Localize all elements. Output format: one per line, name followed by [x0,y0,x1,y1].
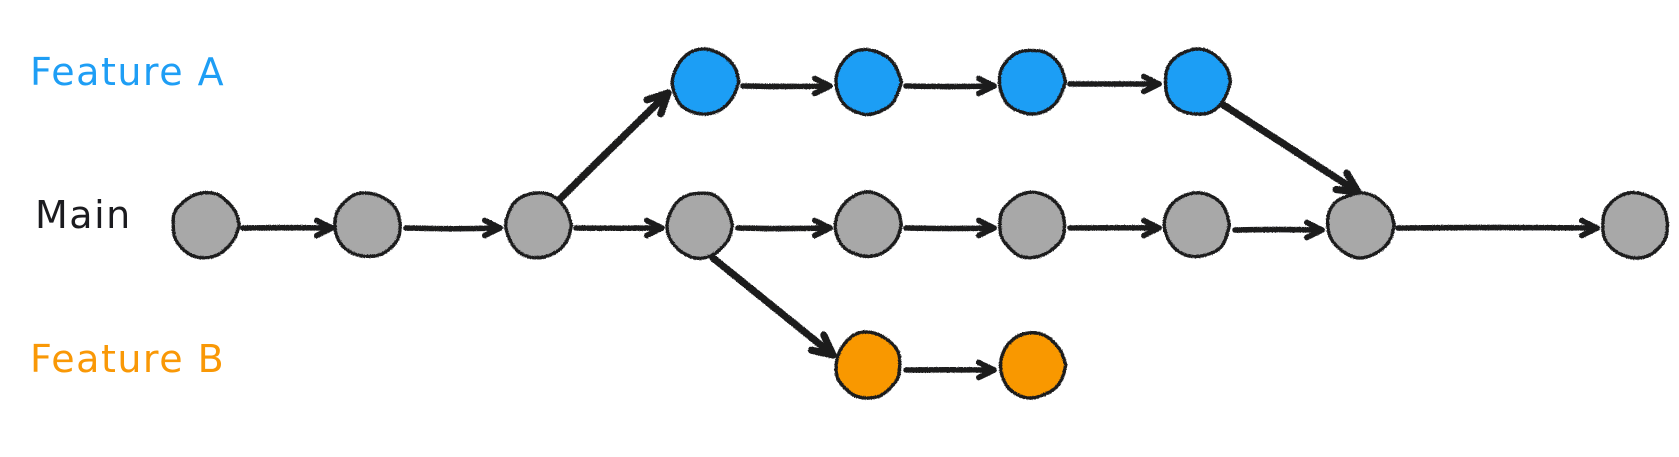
commit-node-m8[interactable] [1325,191,1396,260]
commit-node-m6[interactable] [998,190,1067,260]
commit-node-m5[interactable] [833,190,903,259]
commit-node-m7[interactable] [1162,191,1232,259]
branch-label-feature-a: Feature A [30,50,225,94]
edge-arrow-a2-a3 [903,75,997,97]
commit-node-m3[interactable] [503,191,574,260]
edge-arrow-m4-m5 [735,217,833,239]
commit-node-a2[interactable] [834,47,904,117]
edge-arrow-m2-m3 [403,217,503,239]
branch-row-feature-b [834,330,1068,400]
branch-row-feature-a [670,47,1233,117]
edge-arrow-m7-m8 [1232,219,1325,241]
branch-label-main: Main [35,193,132,237]
edge-arrow-a4-m8 [1218,100,1362,196]
branch-row-main [171,190,1670,261]
edges-layer [240,73,1600,381]
edge-arrow-m3-a1 [557,89,672,202]
commit-node-a3[interactable] [997,48,1068,116]
commit-node-a1[interactable] [670,47,741,116]
edge-arrow-b1-b2 [903,359,997,381]
commit-node-b1[interactable] [834,330,902,400]
nodes-layer [171,47,1670,400]
branch-label-feature-b: Feature B [30,337,225,381]
commit-node-a4[interactable] [1163,47,1233,116]
commit-node-b2[interactable] [998,331,1068,400]
edge-arrow-m5-m6 [903,217,997,239]
edge-arrow-m8-m9 [1395,217,1600,239]
edge-arrow-a1-a2 [740,75,833,97]
commit-node-m4[interactable] [665,191,735,261]
edge-arrow-m1-m2 [240,217,335,239]
commit-node-m9[interactable] [1601,190,1670,260]
commit-node-m1[interactable] [171,190,241,260]
edge-arrow-a3-a4 [1067,73,1162,95]
commit-node-m2[interactable] [333,191,403,259]
edge-arrow-m3-m4 [573,217,665,239]
edge-arrow-m6-m7 [1067,217,1162,239]
edge-arrow-m4-b1 [709,254,837,359]
